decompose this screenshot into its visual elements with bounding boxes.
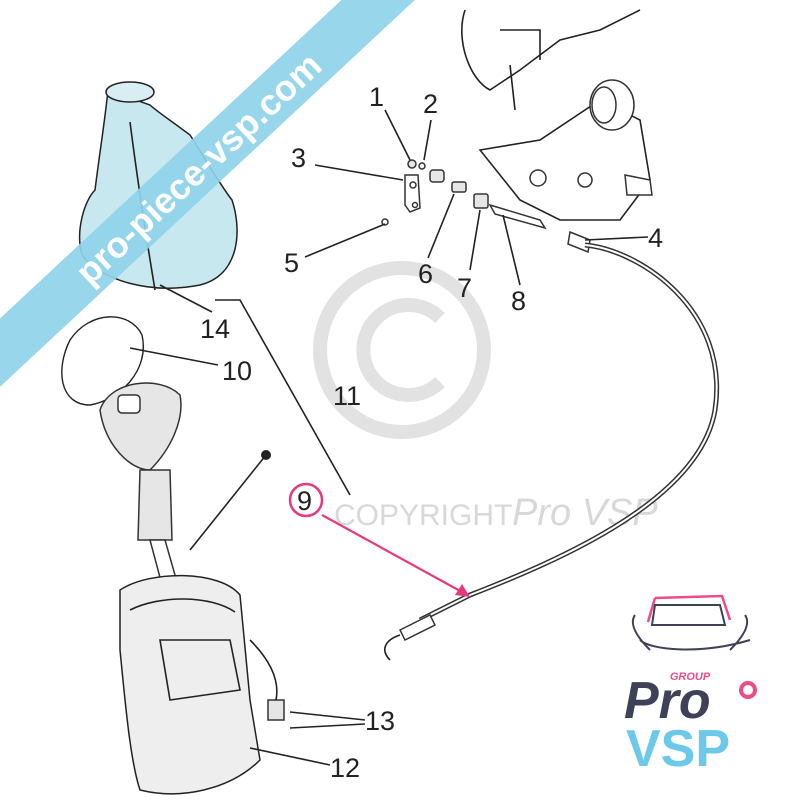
linkage-parts [381, 159, 591, 254]
provsp-logo: GROUP Pro VSP [624, 594, 757, 778]
callout-9: 9 [297, 486, 312, 516]
copyright-watermark [313, 261, 491, 439]
shifter-base [119, 574, 261, 795]
callout-3: 3 [291, 143, 306, 173]
callout-7: 7 [457, 273, 472, 303]
callout-10: 10 [222, 356, 252, 386]
copyright-text: COPYRIGHT [334, 499, 512, 532]
callout-14: 14 [200, 314, 230, 344]
knob-cover [61, 316, 144, 406]
callout-2: 2 [423, 89, 438, 119]
callout-5: 5 [284, 248, 299, 278]
callout-4: 4 [648, 223, 663, 253]
gearbox-housing [461, 9, 653, 221]
leader-lines [129, 109, 649, 766]
callout-1: 1 [369, 82, 384, 112]
callout-6: 6 [418, 259, 433, 289]
highlight-circle [288, 482, 324, 518]
callout-11: 11 [333, 381, 361, 411]
logo-vsp: VSP [626, 720, 730, 778]
callout-12: 12 [330, 753, 360, 783]
callout-13: 13 [365, 706, 395, 736]
callout-8: 8 [511, 286, 526, 316]
logo-pro: Pro [624, 672, 711, 730]
highlight-arrow [321, 514, 463, 593]
logo-group: GROUP [670, 671, 711, 683]
